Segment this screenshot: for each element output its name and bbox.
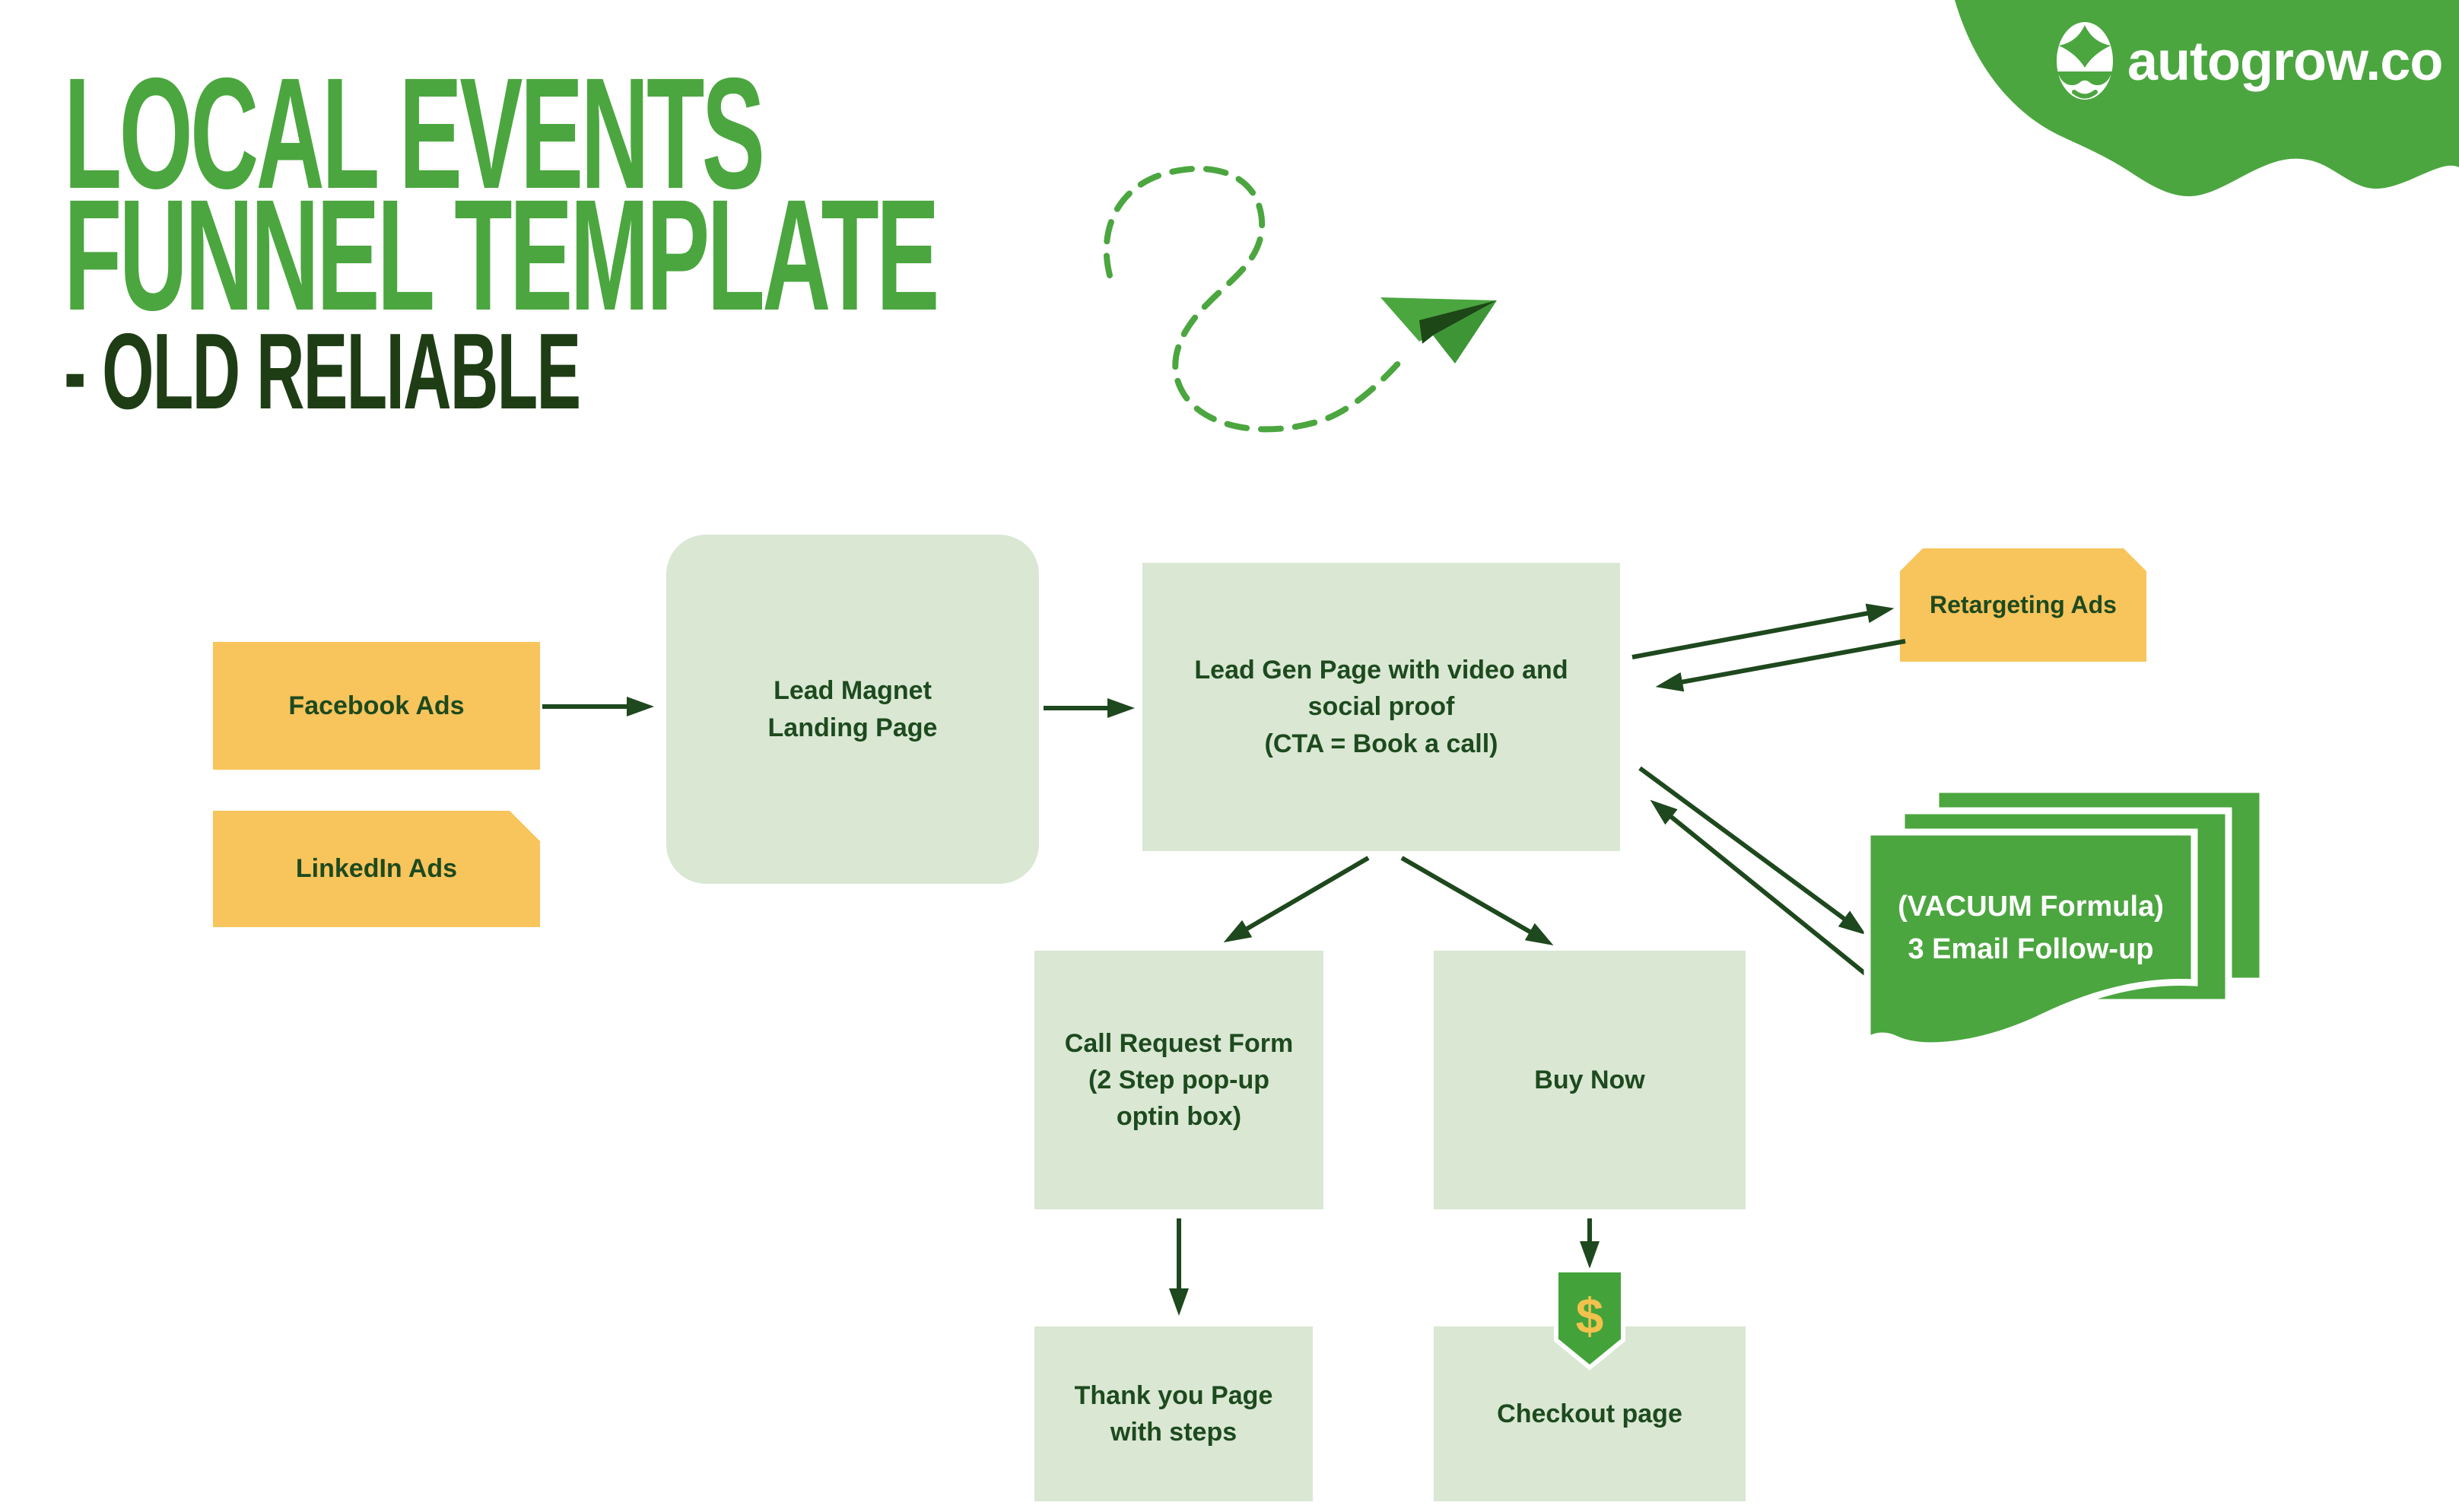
node-label: (VACUUM Formula) bbox=[1898, 891, 2164, 923]
arrow-retargeting-to-leadgen bbox=[1655, 639, 1906, 692]
page-title-line2: FUNNEL TEMPLATE bbox=[64, 167, 939, 344]
page-subtitle: - OLD RELIABLE bbox=[64, 311, 581, 432]
node-label: Lead Gen Page with video and bbox=[1194, 656, 1568, 685]
node-buy-now: Buy Now bbox=[1434, 951, 1746, 1209]
node-label: (CTA = Book a call) bbox=[1264, 729, 1498, 758]
node-retargeting-ads: Retargeting Ads bbox=[1900, 548, 2146, 662]
node-label: LinkedIn Ads bbox=[295, 854, 458, 884]
arrow-leadgen-to-callrequest bbox=[1223, 856, 1370, 943]
node-label: (2 Step pop-up bbox=[1088, 1065, 1269, 1094]
node-call-request-form: Call Request Form (2 Step pop-up optin b… bbox=[1034, 951, 1323, 1209]
brand-blob bbox=[1955, 0, 2459, 197]
paper-plane-icon bbox=[1380, 297, 1497, 364]
arrow-leadgen-to-emails bbox=[1638, 766, 1866, 935]
node-checkout-page: Checkout page bbox=[1434, 1326, 1746, 1501]
node-label: Retargeting Ads bbox=[1930, 590, 2117, 618]
arrow-leadgen-to-buynow bbox=[1400, 856, 1554, 945]
node-label: Buy Now bbox=[1534, 1065, 1645, 1094]
node-label: Landing Page bbox=[767, 713, 938, 742]
dashed-doodle-path bbox=[1103, 165, 1409, 433]
node-lead-magnet-landing-page: Lead Magnet Landing Page bbox=[666, 535, 1039, 884]
node-label: with steps bbox=[1110, 1418, 1237, 1447]
page-title-line1: LOCAL EVENTS bbox=[64, 46, 765, 222]
node-linkedin-ads: LinkedIn Ads bbox=[213, 811, 540, 927]
node-label: optin box) bbox=[1116, 1102, 1242, 1132]
brand-name: autogrow.co bbox=[2127, 31, 2442, 92]
node-label: social proof bbox=[1307, 692, 1455, 722]
mascot-face-icon bbox=[2057, 22, 2113, 100]
stack-card-back bbox=[1932, 786, 2267, 985]
stack-card-middle bbox=[1898, 807, 2232, 1006]
node-label: 3 Email Follow-up bbox=[1908, 933, 2153, 965]
node-label: Lead Magnet bbox=[774, 676, 932, 706]
node-facebook-ads: Facebook Ads bbox=[213, 642, 540, 770]
node-label: Call Request Form bbox=[1064, 1028, 1294, 1058]
node-label: Checkout page bbox=[1497, 1399, 1682, 1428]
node-email-followup-stack: (VACUUM Formula) 3 Email Follow-up bbox=[1863, 786, 2267, 1050]
node-label: Thank you Page bbox=[1074, 1380, 1273, 1410]
node-thank-you-page: Thank you Page with steps bbox=[1034, 1326, 1313, 1501]
stack-card-front bbox=[1863, 828, 2198, 1050]
arrow-leadgen-to-retargeting bbox=[1631, 603, 1895, 659]
node-label: Facebook Ads bbox=[288, 691, 465, 720]
node-lead-gen-page: Lead Gen Page with video and social proo… bbox=[1142, 563, 1620, 851]
